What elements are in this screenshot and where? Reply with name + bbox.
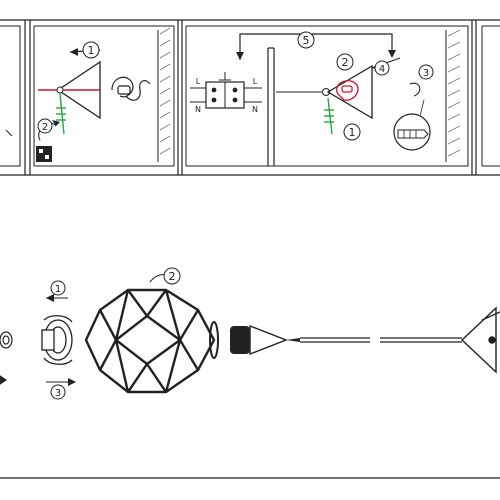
step-label: 2 [169,270,176,283]
ceiling-wall [157,27,171,162]
terminal-label-right-n: N [252,105,258,114]
panel-b: L N L N 5 [185,25,469,167]
panel-a: 1 2 [33,25,175,167]
partial-panel-left [0,25,21,167]
step-label: 1 [349,126,356,139]
step-1-arrow: 1 [46,280,68,302]
top-instruction-strip [0,19,500,176]
step-label: 1 [88,44,95,57]
step-5-arrow: 5 [236,31,396,60]
step-1-marker: 1 [343,123,361,141]
step-2-arrow: 2 [149,267,181,285]
step-label: 5 [303,34,310,47]
panel-a-frame [33,25,175,167]
ceiling-canopy [460,306,500,374]
step-label: 1 [55,284,61,295]
screw-icon [56,93,66,135]
step-3-rotate: 3 [409,64,434,97]
step-label: 3 [423,68,429,79]
wire-cage-shade [84,288,219,394]
canopy-b [326,64,373,120]
earth-icon [219,72,231,81]
wall-anchor-detail [393,99,431,151]
step-3-arrow: 3 [46,378,76,400]
step-2-marker: 2 [336,53,354,71]
step-label: 4 [379,64,385,75]
terminal-block: L N L N [190,77,262,114]
mounting-plate [336,80,359,101]
partial-panel-right [481,25,500,167]
step-label: 3 [55,388,61,399]
panel-b-frame [185,25,469,167]
terminal-label-left-l: L [196,77,201,86]
mounting-bracket [111,76,151,101]
terminal-label-right-l: L [253,77,258,86]
terminal-label-left-n: N [195,105,201,114]
step-label: 2 [42,122,48,133]
qr-mark [36,146,52,162]
step-label: 2 [342,56,349,69]
suspension-cable [300,337,462,343]
exploded-view: 1 3 2 [0,267,500,479]
retaining-ring [41,315,73,365]
step-2-rotate: 2 [37,118,60,141]
lamp-holder [230,324,300,356]
step-1-arrow: 1 [69,41,101,59]
screw-icon [324,97,334,135]
partition-wall [267,47,275,166]
step-4-marker: 4 [371,57,401,76]
bulb-socket [0,331,13,385]
ceiling-wall [445,29,461,162]
